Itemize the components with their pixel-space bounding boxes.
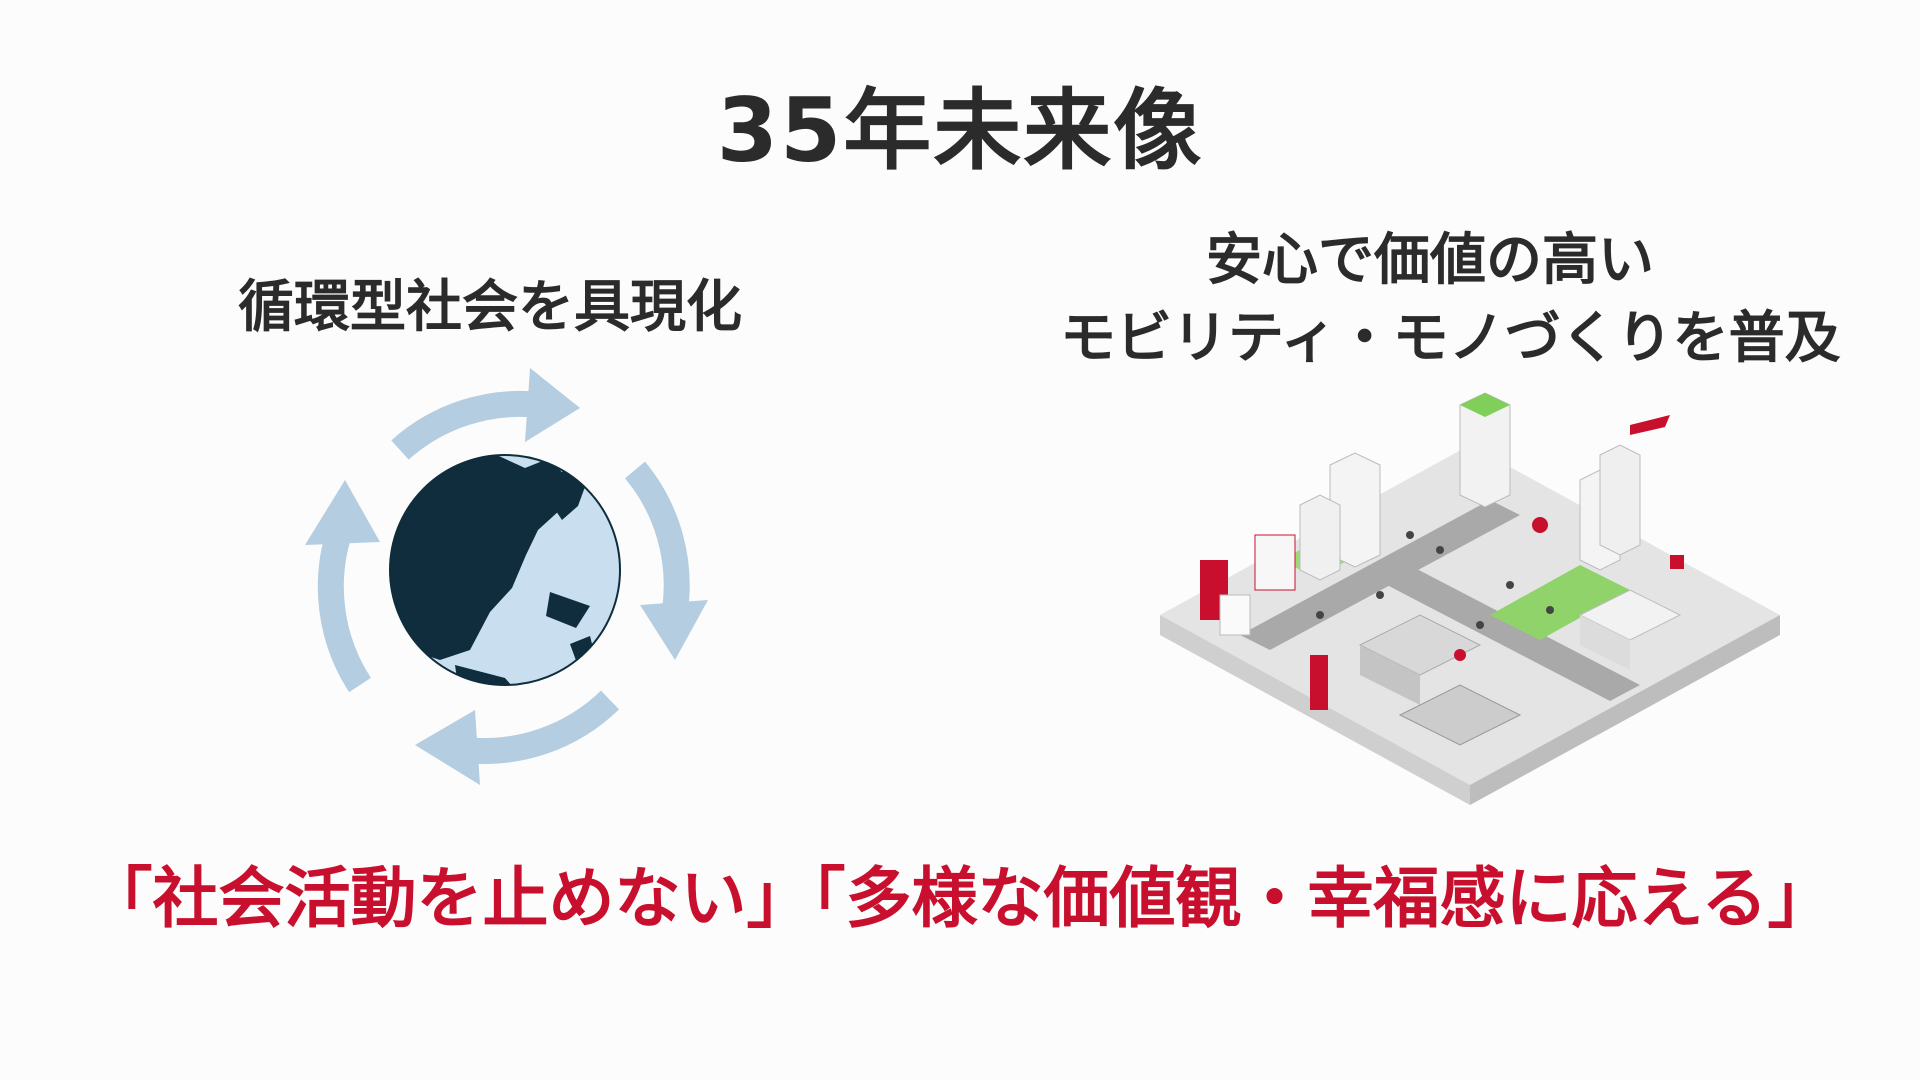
mobility-heading: 安心で価値の高い モビリティ・モノづくりを普及 [1060,222,1841,378]
cycle-arrow-left [317,525,372,693]
slogan: 「社会活動を止めない」「多様な価値観・幸福感に応える」 [86,860,1834,937]
mobility-heading-line2: モビリティ・モノづくりを普及 [1060,306,1841,371]
globe-cycle-icon [290,360,730,800]
cycle-arrow-top [391,390,542,460]
mobility-heading-line1: 安心で価値の高い [1206,228,1654,293]
circular-society-heading: 循環型社会を具現化 [238,275,742,340]
isometric-city-illustration [1160,385,1780,815]
cycle-arrow-bottom [463,690,620,765]
cycle-arrow-right [624,461,690,612]
slide-title: 35年未来像 [716,79,1204,182]
